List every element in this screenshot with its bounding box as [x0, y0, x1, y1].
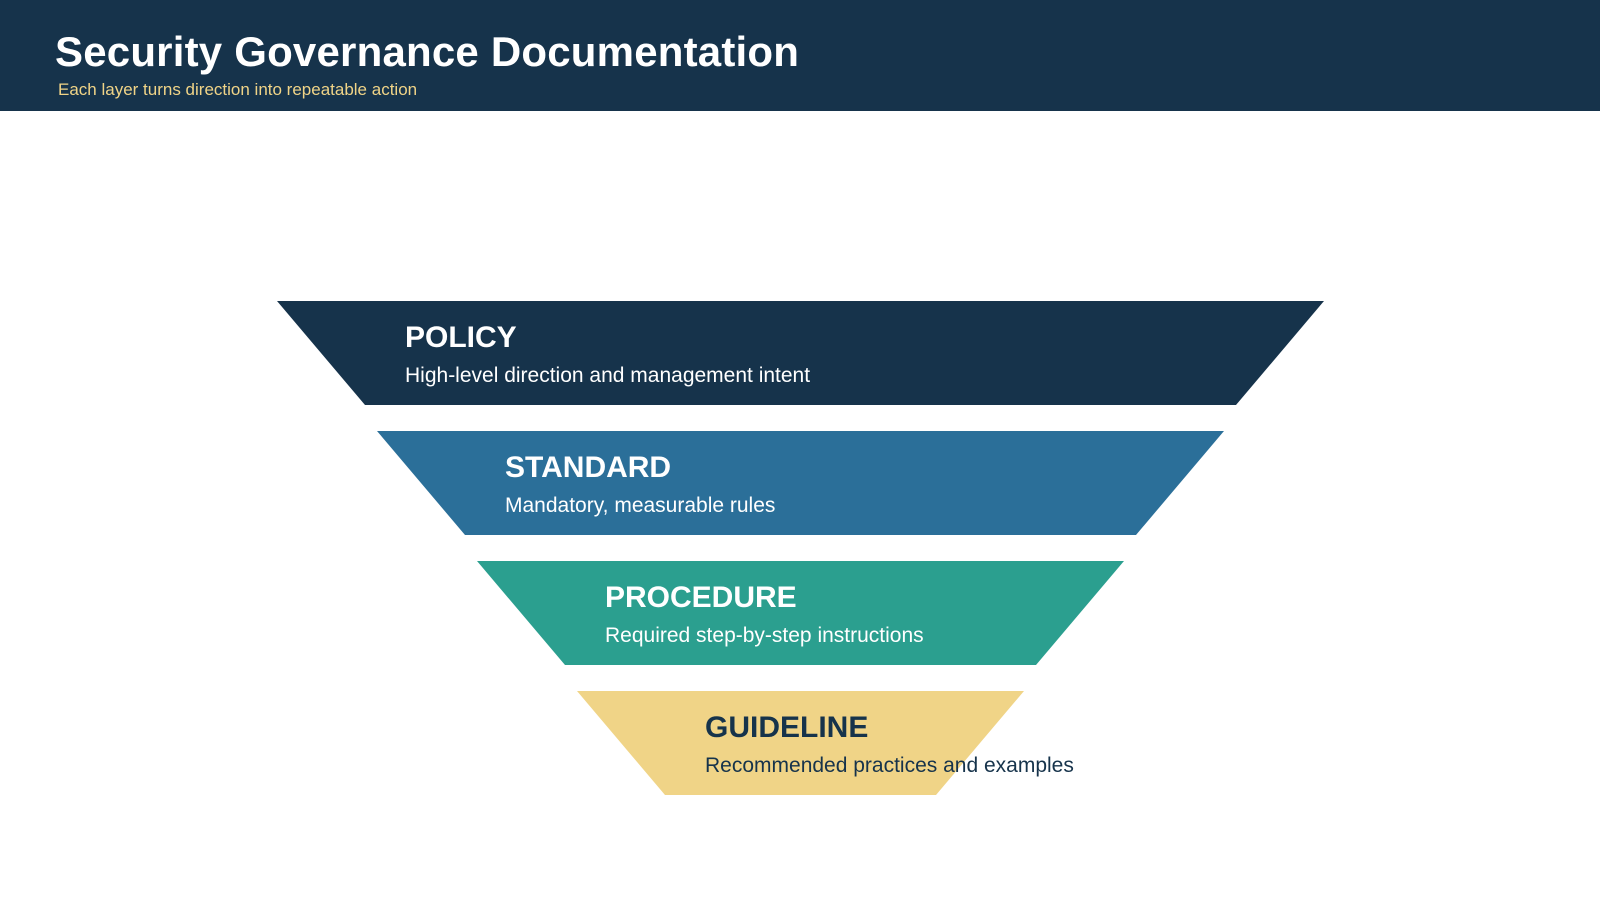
policy-title: POLICY	[405, 321, 517, 354]
guideline-description: Recommended practices and examples	[705, 754, 1074, 777]
standard-layer-shape	[377, 431, 1224, 535]
procedure-description: Required step-by-step instructions	[605, 624, 924, 647]
standard-description: Mandatory, measurable rules	[505, 494, 776, 517]
policy-layer-shape	[277, 301, 1324, 405]
guideline-title: GUIDELINE	[705, 711, 869, 744]
procedure-title: PROCEDURE	[605, 581, 797, 614]
guideline-layer-shape	[577, 691, 1024, 795]
standard-title: STANDARD	[505, 451, 672, 484]
policy-description: High-level direction and management inte…	[405, 364, 811, 387]
header-bar: Security Governance Documentation Each l…	[0, 0, 1600, 111]
page-subtitle: Each layer turns direction into repeatab…	[58, 80, 418, 99]
page-title: Security Governance Documentation	[55, 28, 800, 75]
procedure-layer-shape	[477, 561, 1124, 665]
